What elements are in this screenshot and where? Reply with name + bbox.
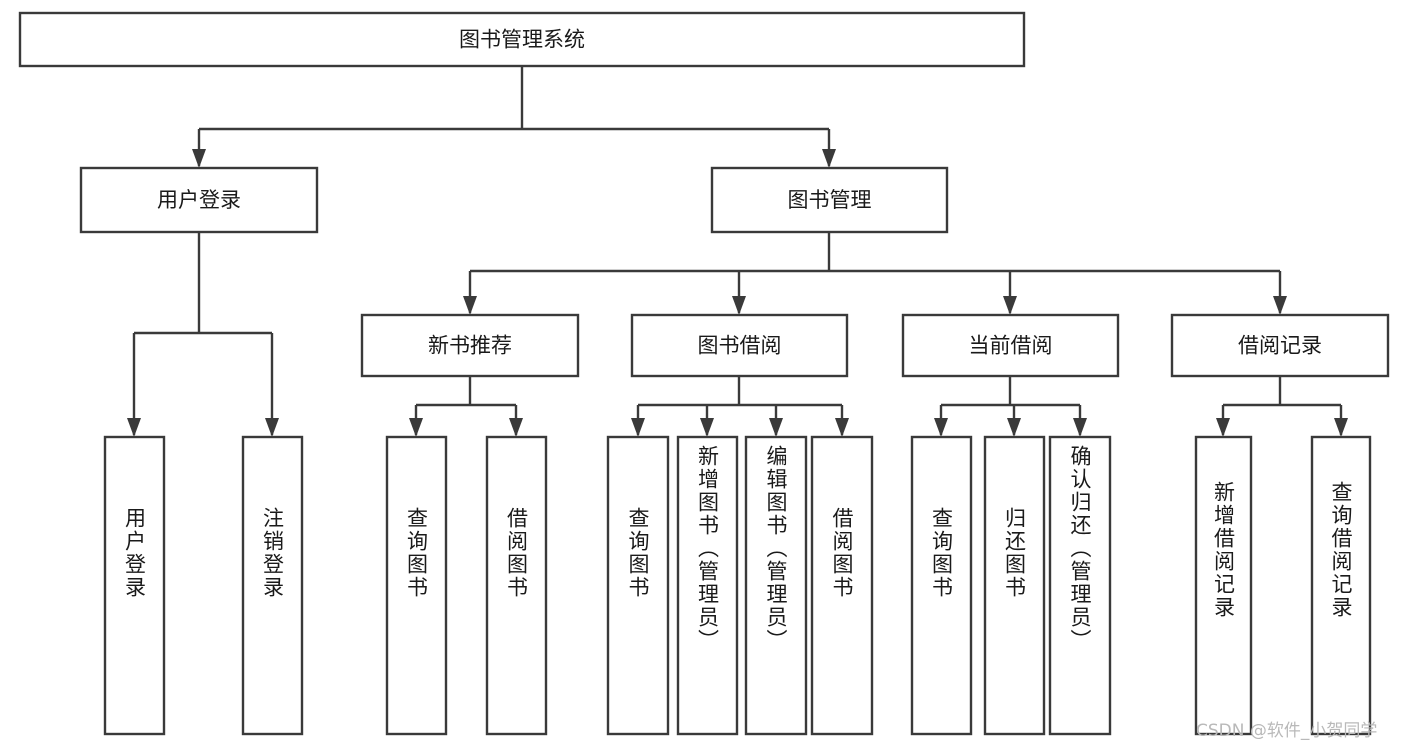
node-label-book-borrow: 图书借阅 — [698, 334, 782, 358]
node-undefined[interactable] — [18, 11, 1026, 68]
node-current-borrow[interactable] — [901, 313, 1120, 378]
node-leaf-query-book-cur[interactable] — [910, 435, 973, 736]
node-leaf-confirm-return[interactable] — [1048, 435, 1112, 736]
arrow-down-icon-borrow-record-1 — [1334, 418, 1348, 437]
node-box-leaf-add-book[interactable] — [676, 435, 739, 736]
node-box-user-login[interactable] — [79, 166, 319, 234]
node-label-borrow-record: 借阅记录 — [1238, 334, 1322, 358]
arrow-down-icon-current-borrow-0 — [934, 418, 948, 437]
node-box-leaf-add-record[interactable] — [1194, 435, 1253, 736]
node-leaf-user-login[interactable] — [103, 435, 166, 736]
node-book-borrow[interactable] — [630, 313, 849, 378]
arrow-down-icon-book-borrow-0 — [631, 418, 645, 437]
node-box-leaf-borrow-book-rec[interactable] — [485, 435, 548, 736]
node-leaf-add-record[interactable] — [1194, 435, 1253, 736]
node-box-borrow-record[interactable] — [1170, 313, 1390, 378]
node-box-leaf-logout[interactable] — [241, 435, 304, 736]
node-leaf-add-book[interactable] — [676, 435, 739, 736]
arrow-down-icon-bookmanage-2 — [1003, 296, 1017, 315]
node-box-leaf-borrow-book-brw[interactable] — [810, 435, 874, 736]
arrow-down-icon-current-borrow-1 — [1007, 418, 1021, 437]
arrow-down-icon-borrow-record-0 — [1216, 418, 1230, 437]
node-label-current-borrow: 当前借阅 — [969, 334, 1053, 358]
node-box-new-book-recommend[interactable] — [360, 313, 580, 378]
arrow-down-icon-book-borrow-3 — [835, 418, 849, 437]
node-leaf-borrow-book-brw[interactable] — [810, 435, 874, 736]
node-box-book-borrow[interactable] — [630, 313, 849, 378]
box-layer — [18, 11, 1390, 736]
node-label-user-login: 用户登录 — [157, 188, 241, 212]
node-book-manage[interactable] — [710, 166, 949, 234]
node-box-leaf-query-book-cur[interactable] — [910, 435, 973, 736]
node-box-book-manage[interactable] — [710, 166, 949, 234]
node-leaf-borrow-book-rec[interactable] — [485, 435, 548, 736]
node-box-leaf-edit-book[interactable] — [744, 435, 808, 736]
node-leaf-query-book-rec[interactable] — [385, 435, 448, 736]
arrow-down-icon-book-borrow-1 — [700, 418, 714, 437]
node-box-leaf-query-book-rec[interactable] — [385, 435, 448, 736]
node-leaf-return-book[interactable] — [983, 435, 1046, 736]
arrow-down-icon-bookmanage-0 — [463, 296, 477, 315]
node-box-leaf-query-book-brw[interactable] — [606, 435, 670, 736]
connector-layer — [127, 66, 1348, 437]
node-box-leaf-user-login[interactable] — [103, 435, 166, 736]
csdn-watermark: CSDN @软件_小贺同学 — [1196, 721, 1378, 741]
arrow-down-icon-bookmanage-1 — [732, 296, 746, 315]
node-new-book-recommend[interactable] — [360, 313, 580, 378]
node-box-leaf-confirm-return[interactable] — [1048, 435, 1112, 736]
node-leaf-query-record[interactable] — [1310, 435, 1372, 736]
node-user-login[interactable] — [79, 166, 319, 234]
node-label-new-book-recommend: 新书推荐 — [428, 334, 512, 358]
arrow-down-icon-book-borrow-2 — [769, 418, 783, 437]
arrow-down-icon-bookmanage-3 — [1273, 296, 1287, 315]
node-leaf-logout[interactable] — [241, 435, 304, 736]
node-box-leaf-query-record[interactable] — [1310, 435, 1372, 736]
arrow-down-icon-new-book-recommend-0 — [409, 418, 423, 437]
arrow-down-icon-root-0 — [192, 149, 206, 168]
arrow-down-icon-new-book-recommend-1 — [509, 418, 523, 437]
node-label-book-manage: 图书管理 — [788, 188, 872, 212]
node-borrow-record[interactable] — [1170, 313, 1390, 378]
arrow-down-icon-root-1 — [822, 149, 836, 168]
node-box-undefined[interactable] — [18, 11, 1026, 68]
node-leaf-edit-book[interactable] — [744, 435, 808, 736]
arrow-down-icon-userlogin-0 — [127, 418, 141, 437]
arrow-down-icon-current-borrow-2 — [1073, 418, 1087, 437]
node-box-current-borrow[interactable] — [901, 313, 1120, 378]
arrow-down-icon-userlogin-1 — [265, 418, 279, 437]
node-box-leaf-return-book[interactable] — [983, 435, 1046, 736]
node-label-undefined: 图书管理系统 — [459, 28, 585, 52]
node-leaf-query-book-brw[interactable] — [606, 435, 670, 736]
